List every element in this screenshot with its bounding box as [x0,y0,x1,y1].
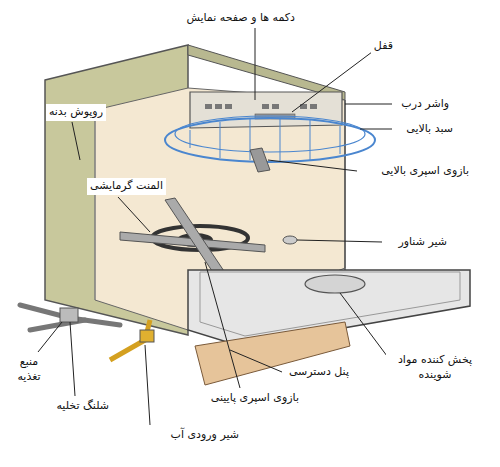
power-box [60,308,78,322]
part-label: قفل [371,38,396,55]
part-label: روپوش بدنه [46,104,106,121]
part-label: شلنگ تخلیه [53,398,112,415]
part-label: منبع تغذیه [6,354,52,386]
upper-spray-arm [250,148,270,172]
water-valve [140,330,154,342]
tub-edge [95,110,96,300]
part-label: شیر شناور [395,234,450,251]
rack-wires [190,118,340,161]
part-label: واشر درب [398,96,452,113]
upper-rack [165,118,375,162]
buttons [205,104,317,109]
leader-lines [38,28,392,425]
part-label: المنت گرمایشی [87,178,166,195]
float-valve [283,236,297,244]
part-label: شیر ورودی آب [168,427,242,444]
part-label: بازوی اسپری بالایی [378,163,472,180]
part-label: سبد بالایی [403,121,456,138]
control-panel [190,92,342,128]
part-label: بازوی اسپری پایینی [208,390,302,407]
part-label: پخش کننده مواد شوینده [386,352,484,384]
detergent-dispenser [305,275,365,293]
upper-rack [175,116,365,152]
part-label: پنل دسترسی [286,364,352,381]
part-label: دکمه ها و صفحه نمایش [183,10,298,27]
cabinet-edge [344,100,346,272]
